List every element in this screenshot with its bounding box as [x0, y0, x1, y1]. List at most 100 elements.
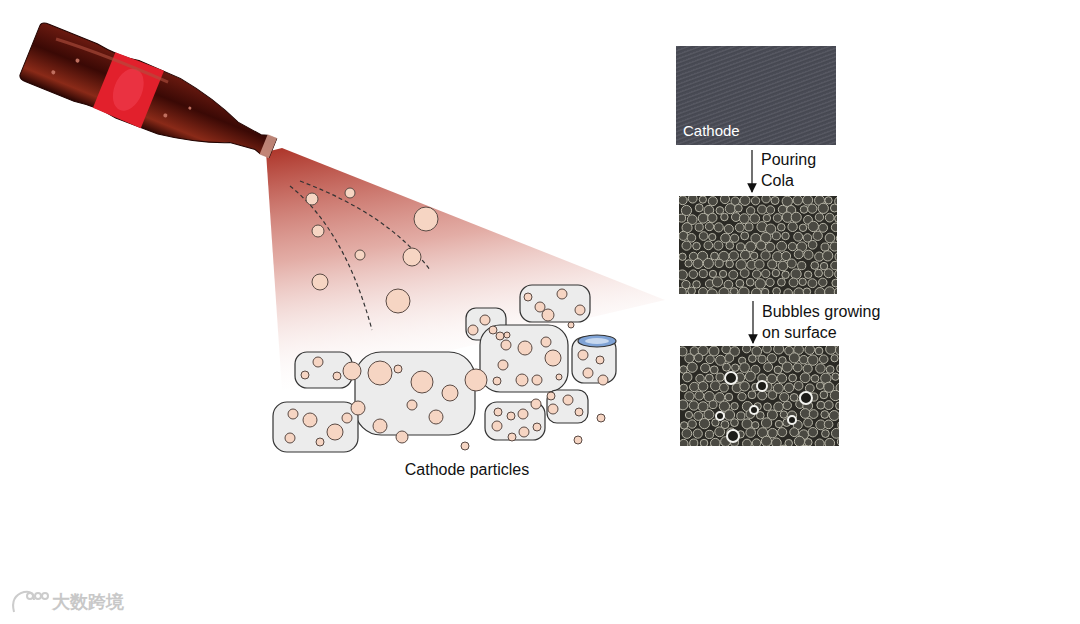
surface-bubble: [766, 278, 774, 286]
surface-bubble: [693, 259, 703, 269]
surface-bubble: [782, 271, 789, 278]
large-bubble: [725, 372, 737, 384]
surface-bubble: [772, 232, 780, 240]
surface-bubble: [800, 206, 808, 214]
surface-bubble: [745, 371, 755, 381]
surface-bubble: [720, 196, 729, 204]
surface-bubble: [771, 197, 779, 205]
surface-bubble: [705, 222, 713, 230]
surface-bubble: [780, 411, 787, 418]
surface-bubble: [725, 354, 734, 363]
surface-bubble: [835, 252, 837, 262]
surface-bubble: [683, 372, 692, 381]
surface-bubble: [708, 197, 717, 206]
surface-bubble: [685, 260, 692, 267]
watermark-logo: [13, 592, 48, 612]
surface-bubble: [701, 363, 710, 372]
surface-bubble: [789, 353, 799, 363]
surface-bubble: [775, 420, 782, 427]
surface-bubble: [811, 262, 819, 270]
surface-bubble: [808, 355, 818, 365]
surface-bubble: [709, 346, 719, 356]
surface-bubble: [687, 362, 697, 372]
surface-bubble: [837, 364, 839, 372]
surface-bubble: [824, 420, 833, 429]
surface-bubble: [729, 251, 738, 260]
surface-bubble: [700, 439, 708, 446]
surface-bubble: [831, 428, 839, 438]
surface-bubble: [788, 242, 796, 250]
surface-bubble: [774, 366, 782, 374]
surface-bubble: [789, 374, 797, 382]
surface-bubble: [762, 269, 770, 277]
surface-bubble: [794, 381, 803, 390]
figure-label: Cathode particles: [367, 460, 567, 481]
surface-bubble: [830, 242, 837, 251]
surface-bubble: [734, 204, 742, 212]
surface-bubble: [835, 346, 839, 355]
surface-bubble: [799, 278, 806, 285]
surface-bubble: [731, 213, 740, 222]
surface-bubble: [794, 232, 803, 241]
surface-bubble: [752, 422, 759, 429]
surface-bubble: [693, 429, 702, 438]
surface-bubble: [808, 240, 817, 249]
surface-bubble: [731, 402, 738, 409]
surface-bubble: [742, 439, 751, 446]
surface-bubble: [699, 196, 706, 203]
surface-bubble: [826, 366, 834, 374]
micrograph: [679, 196, 837, 294]
surface-bubble: [790, 428, 799, 437]
surface-bubble: [765, 242, 774, 251]
surface-bubble: [799, 355, 807, 363]
panel-label: Cathode: [683, 122, 830, 139]
surface-bubble: [815, 347, 823, 355]
surface-bubble: [679, 287, 686, 294]
surface-bubble: [690, 439, 698, 446]
surface-bubble: [740, 250, 750, 260]
surface-bubble: [808, 221, 818, 231]
surface-bubble: [757, 241, 766, 250]
surface-bubble: [755, 260, 765, 270]
surface-bubble: [729, 270, 738, 279]
surface-bubble: [784, 289, 793, 294]
surface-bubble: [821, 411, 829, 419]
surface-bubble: [679, 214, 686, 222]
surface-bubble: [800, 409, 810, 419]
surface-bubble: [679, 253, 686, 260]
surface-bubble: [724, 224, 733, 233]
surface-bubble: [790, 394, 798, 402]
surface-bubble: [826, 346, 836, 354]
surface-bubble: [699, 418, 709, 428]
surface-bubble: [774, 346, 784, 354]
surface-bubble: [736, 279, 744, 287]
surface-bubble: [680, 384, 687, 392]
cola-bubble: [306, 188, 438, 313]
surface-bubble: [794, 436, 804, 446]
surface-bubble: [748, 391, 756, 399]
surface-bubble: [689, 401, 698, 410]
step-label: Pouring Cola: [761, 150, 833, 192]
surface-bubble: [707, 289, 717, 294]
micrograph-panel: Cathode: [676, 46, 836, 145]
surface-bubble: [695, 391, 704, 400]
surface-bubble: [737, 243, 745, 251]
step-arrow: [752, 301, 753, 343]
surface-bubble: [688, 287, 696, 294]
surface-bubble: [822, 430, 830, 438]
surface-bubble: [753, 270, 761, 278]
surface-bubble: [752, 288, 762, 294]
surface-bubble: [824, 401, 833, 410]
surface-bubble: [758, 355, 766, 363]
surface-bubble: [831, 223, 837, 231]
surface-bubble: [816, 382, 823, 389]
surface-bubble: [832, 279, 837, 287]
surface-bubble: [740, 382, 749, 391]
surface-bubble: [764, 403, 772, 411]
surface-bubble: [715, 259, 723, 267]
surface-bubble: [766, 206, 774, 214]
surface-bubble: [798, 262, 806, 270]
surface-bubble: [789, 278, 798, 287]
surface-bubble: [836, 402, 839, 410]
